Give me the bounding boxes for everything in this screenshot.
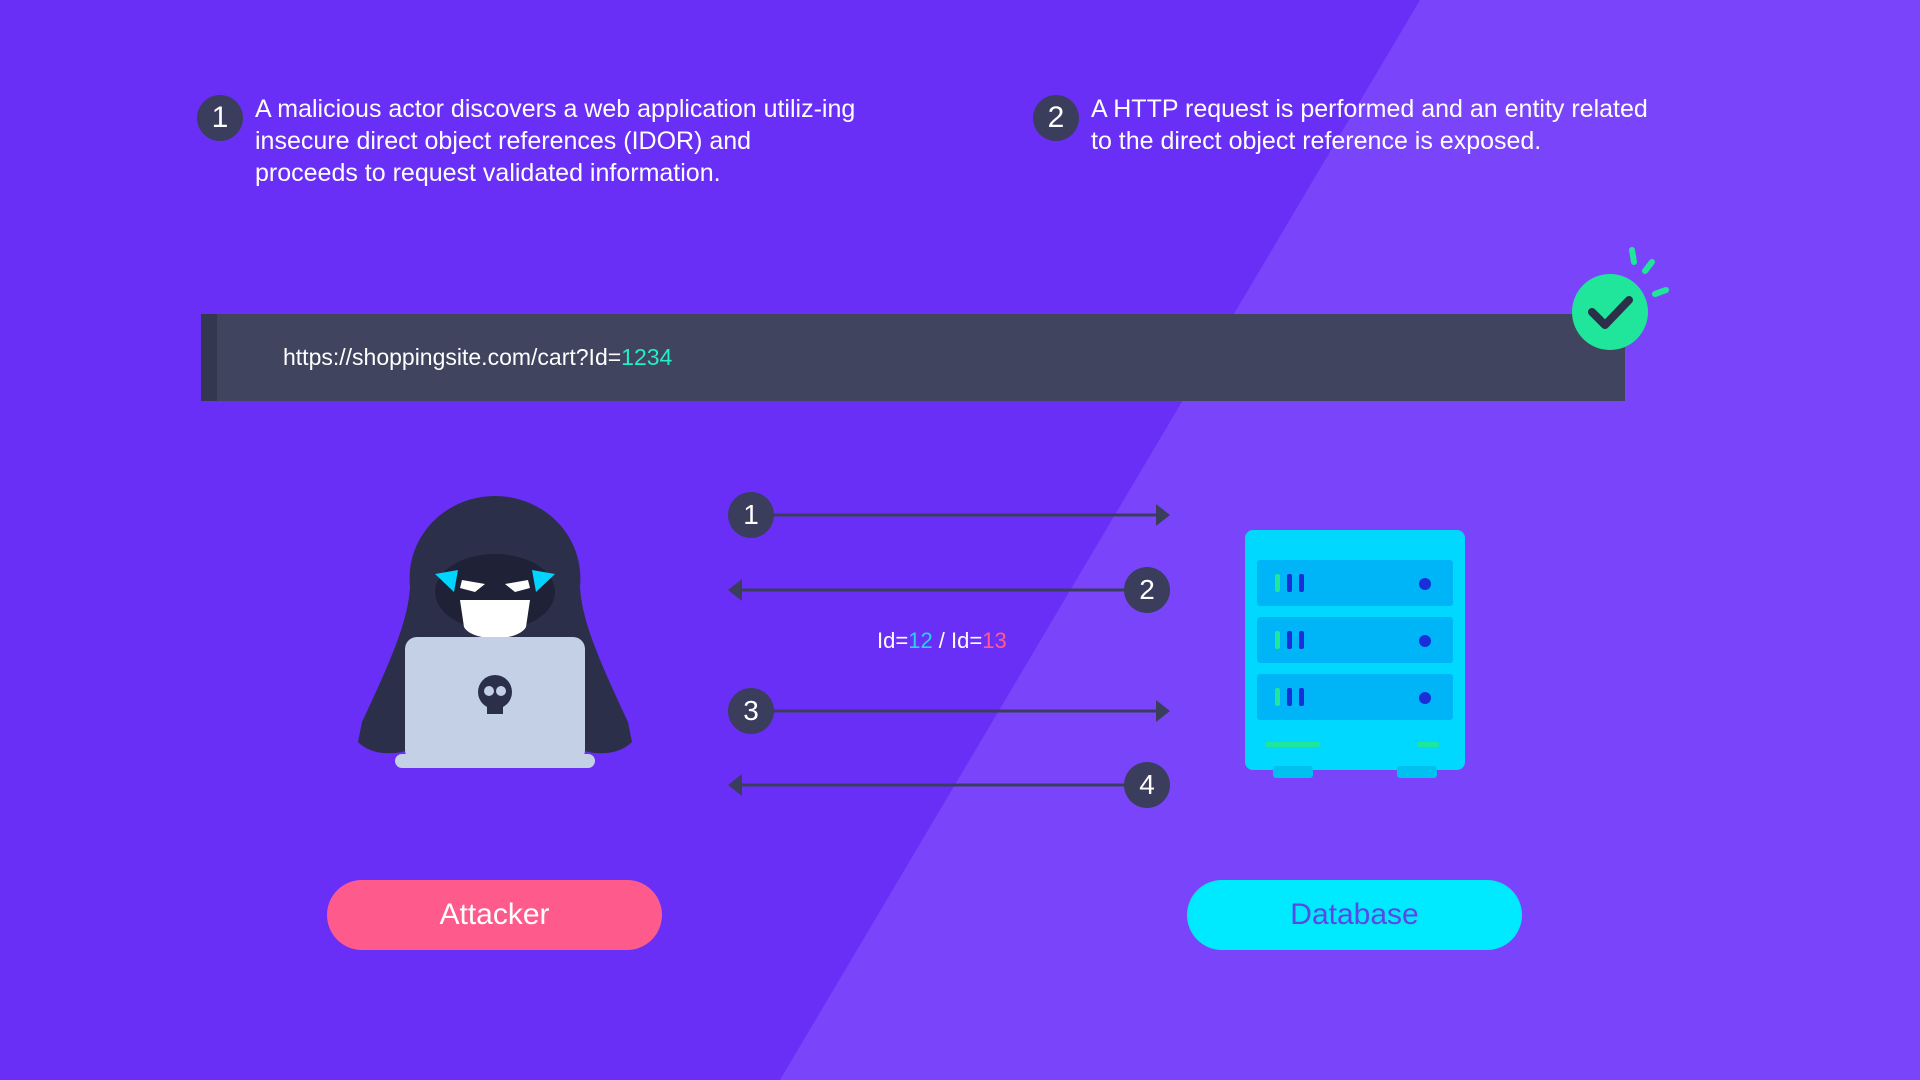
url-bar: https://shoppingsite.com/cart?Id=1234 bbox=[201, 314, 1625, 401]
server-icon bbox=[1245, 530, 1465, 778]
arrow-right-icon bbox=[751, 700, 1170, 722]
arrow-left-icon bbox=[728, 579, 1147, 601]
arrow-3: 3 bbox=[728, 686, 1170, 736]
id-value-1: 12 bbox=[908, 628, 933, 653]
hooded-hacker-icon bbox=[358, 496, 632, 768]
arrow-4-number: 4 bbox=[1124, 762, 1170, 808]
step-1-text: A malicious actor discovers a web applic… bbox=[255, 95, 856, 187]
step-2-number: 2 bbox=[1033, 95, 1079, 141]
arrow-3-number: 3 bbox=[728, 688, 774, 734]
id-value-2: 13 bbox=[982, 628, 1007, 653]
arrow-2-number: 2 bbox=[1124, 567, 1170, 613]
id-separator: / Id= bbox=[932, 628, 983, 653]
arrow-right-icon bbox=[751, 504, 1170, 526]
url-bar-accent bbox=[201, 314, 217, 401]
check-circle-icon bbox=[1568, 244, 1678, 354]
arrow-1: 1 bbox=[728, 490, 1170, 540]
attacker-label: Attacker bbox=[327, 880, 662, 950]
arrow-4: 4 bbox=[728, 760, 1170, 810]
url-base: https://shoppingsite.com/cart?Id= bbox=[283, 344, 622, 370]
step-1: 1 A malicious actor discovers a web appl… bbox=[197, 93, 857, 189]
arrow-1-number: 1 bbox=[728, 492, 774, 538]
url-text: https://shoppingsite.com/cart?Id=1234 bbox=[283, 314, 672, 401]
arrow-left-icon bbox=[728, 774, 1147, 796]
arrow-2: 2 bbox=[728, 565, 1170, 615]
id-values: Id=12 / Id=13 bbox=[877, 628, 1007, 654]
step-1-number: 1 bbox=[197, 95, 243, 141]
step-2-text: A HTTP request is performed and an entit… bbox=[1091, 95, 1648, 155]
url-id: 1234 bbox=[621, 344, 673, 370]
database-label: Database bbox=[1187, 880, 1522, 950]
step-2: 2 A HTTP request is performed and an ent… bbox=[1033, 93, 1673, 157]
id-prefix: Id= bbox=[877, 628, 909, 653]
